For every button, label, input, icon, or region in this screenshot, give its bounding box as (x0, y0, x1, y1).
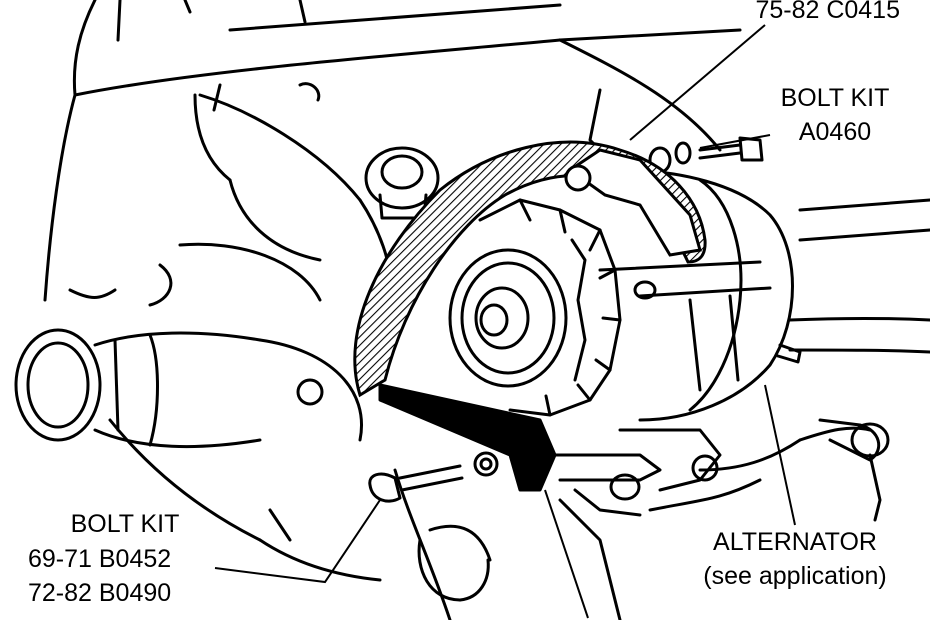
pump-housing (14, 242, 363, 449)
hose-fitting (818, 418, 890, 522)
bolt-kit-right-title: BOLT KIT (780, 84, 890, 112)
drive-belt (353, 140, 707, 398)
leader-top (629, 24, 766, 141)
oil-cap (212, 82, 440, 220)
leader-bottom (544, 489, 589, 619)
pulley (448, 248, 568, 388)
leader-bolt-right (699, 134, 771, 149)
leader-alternator (764, 384, 796, 526)
bolt-kit-right-part: A0460 (798, 118, 872, 146)
leader-lines (214, 24, 796, 619)
alternator-title: ALTERNATOR (713, 528, 877, 556)
upper-bracket (564, 148, 702, 257)
bolt-kit-left-title: BOLT KIT (70, 510, 180, 538)
bolt-kit-left-line1: 69-71 B0452 (28, 545, 172, 573)
bolt-right (648, 136, 764, 174)
lower-bracket (378, 383, 722, 517)
callout-top-partial: 75-82 C0415 (755, 0, 900, 24)
bolt-left (296, 378, 499, 503)
engine-block (43, 0, 930, 620)
bolt-kit-left-line2: 72-82 B0490 (28, 579, 172, 607)
alternator-note: (see application) (703, 562, 887, 590)
leader-bolt-left (214, 499, 381, 584)
alternator-body (478, 168, 802, 422)
